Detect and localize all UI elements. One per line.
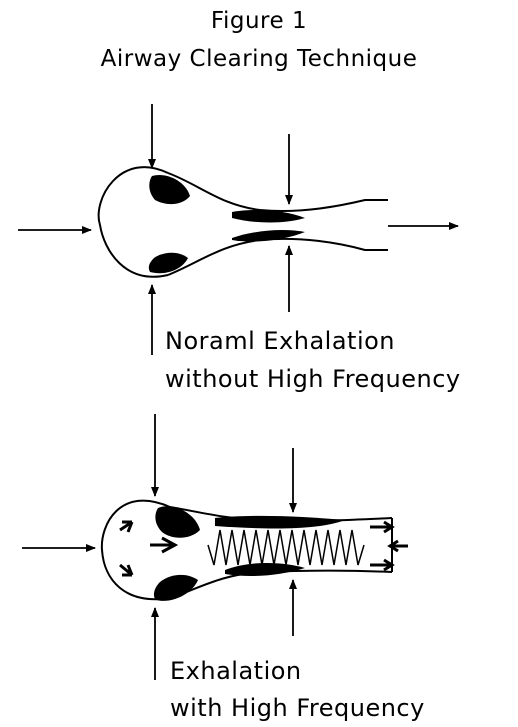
mucus-blob [232,210,305,223]
high-frequency-exhalation-diagram [22,414,408,680]
vibration-zigzag [208,530,364,565]
panel1-caption-line1: Noraml Exhalation [165,327,395,355]
flow-arrow [370,560,392,570]
mucus-blob [215,516,345,529]
panel2-caption-line1: Exhalation [170,657,302,685]
mucus-blob [149,253,188,274]
panel2-caption-line2: with High Frequency [170,694,425,722]
airway-tube-lower [170,571,392,599]
flow-arrow [120,522,132,532]
flow-arrow [150,538,175,552]
flow-arrow [370,522,392,532]
panel1-caption-line2: without High Frequency [165,365,461,393]
mucus-blob [225,563,305,576]
flow-arrow [120,565,132,575]
mucus-blob [154,575,198,601]
normal-exhalation-diagram [18,104,458,355]
airway-tube-upper [168,173,388,211]
airway-tube-lower [168,239,388,275]
